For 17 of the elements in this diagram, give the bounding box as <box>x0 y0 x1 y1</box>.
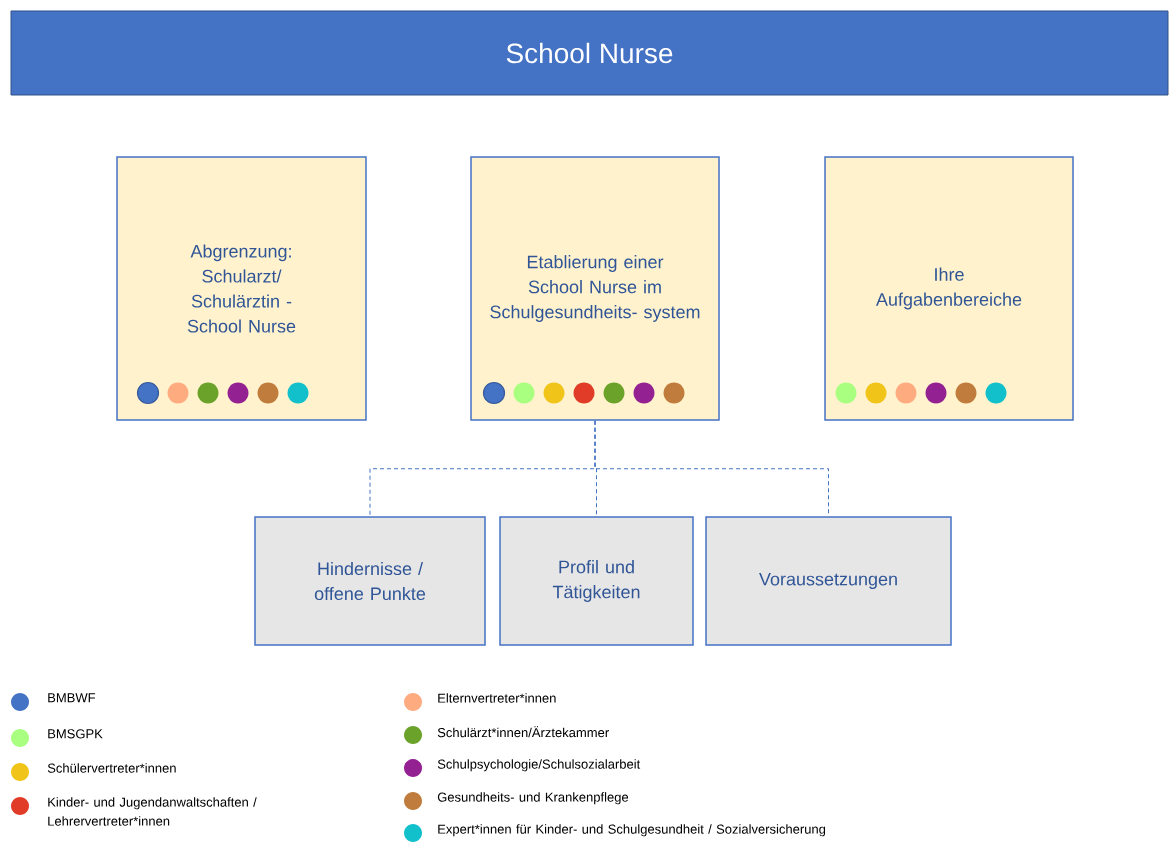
subtopic-box: Hindernisse / offene Punkte <box>254 516 486 646</box>
legend-text: Schülervertreter*innen <box>47 763 176 773</box>
legend-text: Kinder- und Jugendanwaltschaften / Lehrervertreter*innen <box>48 797 257 826</box>
topic-box: Ihre Aufgabenbereiche <box>824 156 1074 421</box>
legend-text: Elternvertreter*innen <box>438 693 556 703</box>
legend-text: Gesundheits- und Krankenpflege <box>437 792 629 805</box>
subtopic-box: Voraussetzungen <box>705 516 952 646</box>
legend-text: BMSGPK <box>48 729 103 739</box>
legend-text: Schulärzt*innen/Ärztekammer <box>437 726 609 738</box>
topic-box: Abgrenzung: Schularzt/ Schulärztin - School Nurse <box>116 156 367 421</box>
title-banner: School Nurse <box>10 10 1169 96</box>
legend-text: Schulpsychologie/Schulsozialarbeit <box>437 759 641 772</box>
legend-text: BMBWF <box>48 693 96 703</box>
connector-line <box>594 420 829 517</box>
legend-text: Expert*innen für Kinder- und Schulgesundheit / Sozialversicherung <box>438 824 826 837</box>
topic-box: Etablierung einer School Nurse im Schulgesundheits- system <box>470 156 720 421</box>
subtopic-box: Profil und Tätigkeiten <box>499 516 694 646</box>
